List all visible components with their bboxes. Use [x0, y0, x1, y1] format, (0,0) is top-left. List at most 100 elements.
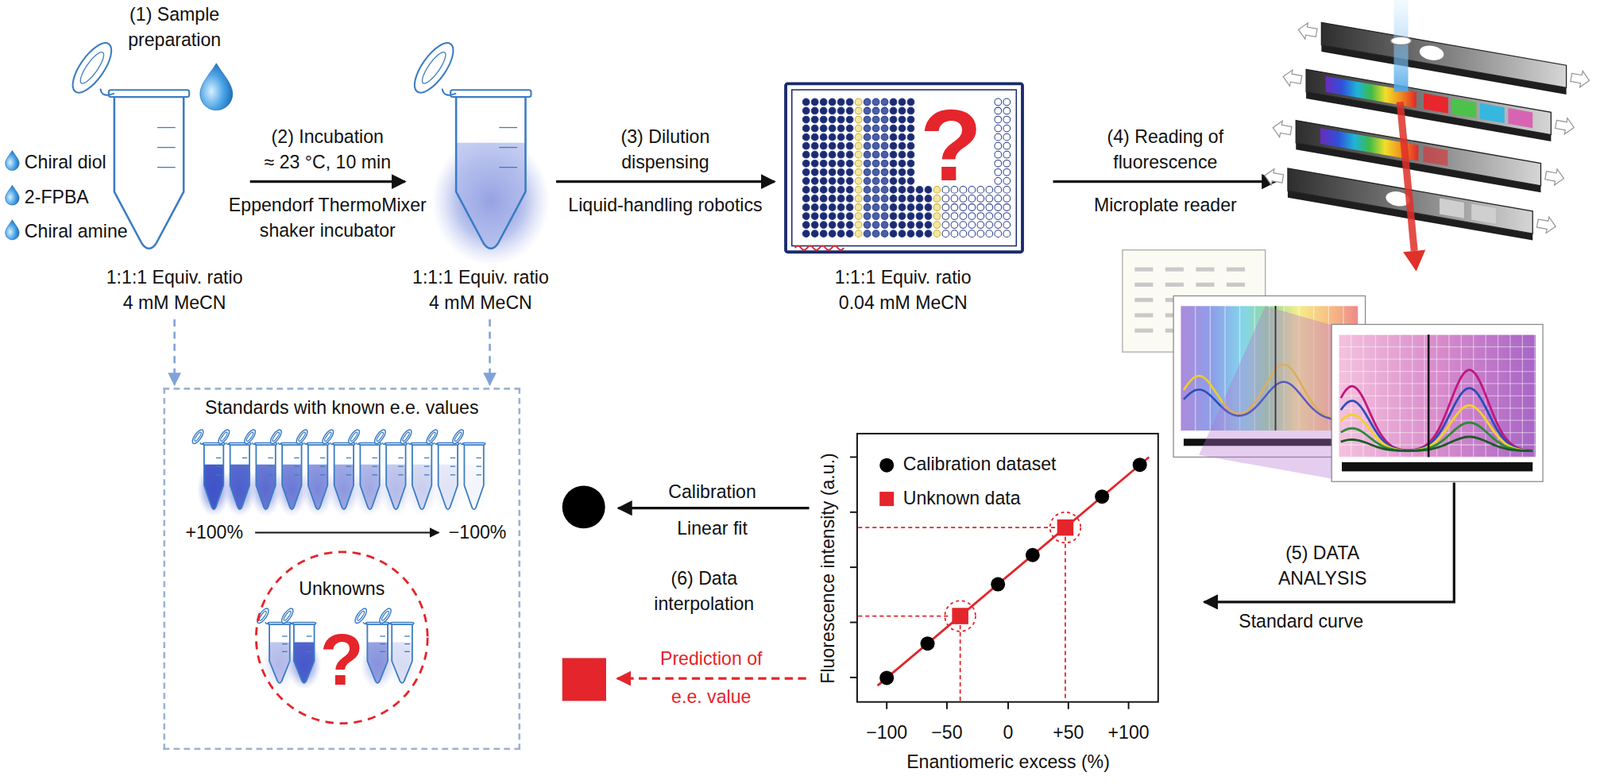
- plate-well: [863, 142, 871, 150]
- plate-well: [854, 168, 862, 176]
- tube-lid-plug: [245, 431, 255, 442]
- plate-well: [889, 159, 897, 167]
- calibration-point: [1132, 457, 1148, 472]
- tube-graduation: [242, 474, 248, 476]
- tube-graduation: [398, 474, 403, 476]
- label-anchor: Standard curve: [1238, 609, 1364, 635]
- axis-tick: [850, 622, 858, 624]
- plate-well: [819, 221, 828, 229]
- plate-well: [907, 150, 915, 159]
- question-mark: ?: [919, 93, 982, 196]
- tube-lid: [255, 606, 271, 626]
- plate-well: [846, 107, 854, 115]
- plate-well: [819, 204, 828, 212]
- spectrum-curve: [1341, 370, 1533, 452]
- label-anchor: Calibration: [668, 479, 757, 506]
- sample-square: [1451, 98, 1477, 119]
- plate-well: [846, 115, 854, 124]
- step-label: (4) Reading of fluorescence: [1088, 124, 1242, 176]
- axis-tick: [850, 676, 858, 679]
- tube-graduation: [346, 474, 352, 476]
- process-arrow: [250, 180, 406, 183]
- plate-well: [854, 150, 862, 159]
- plate-well: [837, 177, 845, 185]
- label-anchor: Microplate reader: [1093, 193, 1237, 219]
- plate-well: [985, 212, 994, 221]
- plate-well: [872, 177, 880, 185]
- plate-well: [828, 142, 836, 150]
- plate-well: [872, 186, 880, 194]
- tube-outline: [359, 444, 379, 510]
- plate-well: [898, 142, 906, 150]
- screen-bar: [1341, 462, 1533, 472]
- plate-well: [898, 107, 906, 115]
- step-label: (3) Dilution dispensing: [603, 124, 727, 176]
- motion-arrow: [1554, 115, 1576, 136]
- table-cell: [1134, 267, 1153, 272]
- plate-well: [837, 107, 845, 115]
- plate-well: [994, 230, 1002, 238]
- plate-well: [872, 124, 880, 132]
- tube-body: [269, 624, 290, 684]
- grid-line: [1338, 358, 1536, 360]
- tube-graduation: [157, 127, 176, 128]
- process-arrow: [1204, 483, 1455, 603]
- plate-well: [811, 195, 819, 203]
- axis-tick: [1067, 702, 1070, 710]
- plate-well: [819, 124, 828, 132]
- plate-well: [994, 133, 1002, 141]
- tube-graduation: [424, 457, 429, 459]
- microplate: [785, 83, 1023, 252]
- step-label: (2) Incubation: [266, 124, 389, 151]
- drop-icon: [200, 63, 233, 111]
- plate-well: [915, 221, 924, 229]
- tube-graduation: [242, 457, 248, 459]
- legend-text: Calibration dataset: [903, 452, 1057, 478]
- table-cell: [1195, 267, 1214, 272]
- plate-well: [863, 204, 871, 212]
- tube-graduation: [346, 466, 352, 468]
- tube-graduation: [282, 643, 288, 645]
- tube-hinge: [252, 442, 257, 445]
- plate-well: [959, 195, 967, 203]
- arrow-label: Linear fit: [676, 516, 748, 542]
- dashed-connector: [173, 319, 176, 385]
- tube-hinge: [382, 442, 387, 445]
- tube-graduation: [293, 457, 299, 459]
- table-cell: [1226, 282, 1245, 287]
- tube-icon: [450, 428, 491, 517]
- axis-tick: [850, 456, 858, 458]
- arrow-label: Prediction of e.e. value: [652, 641, 770, 717]
- plate-well: [907, 221, 915, 229]
- plate-well: [811, 212, 819, 221]
- spectrum-ground: [1338, 334, 1536, 457]
- plate-well: [898, 98, 906, 106]
- light-beam: [1394, 0, 1409, 93]
- grid-line: [1338, 346, 1536, 348]
- plate-well: [819, 142, 828, 150]
- plate-well: [898, 124, 906, 132]
- plate-well: [1003, 142, 1011, 150]
- tube-lid: [190, 428, 206, 446]
- plate-well: [881, 195, 889, 203]
- plate-well: [889, 124, 897, 132]
- table-cell: [1134, 282, 1153, 287]
- tube-lid: [346, 428, 362, 446]
- tube-body: [391, 624, 413, 684]
- plate-well: [942, 230, 950, 238]
- plate-well: [837, 195, 845, 203]
- plate-well: [837, 98, 845, 106]
- plate-well: [994, 150, 1002, 159]
- tube-hinge: [460, 442, 465, 445]
- tube-hinge: [265, 622, 270, 624]
- plate-well: [889, 204, 897, 212]
- plate-well: [898, 230, 906, 238]
- label-anchor: ?: [320, 624, 364, 696]
- plate-well: [889, 230, 897, 238]
- drop-icon: [5, 220, 20, 240]
- plate-well: [811, 142, 819, 150]
- plate-well: [802, 186, 810, 194]
- plate-well: [846, 204, 854, 212]
